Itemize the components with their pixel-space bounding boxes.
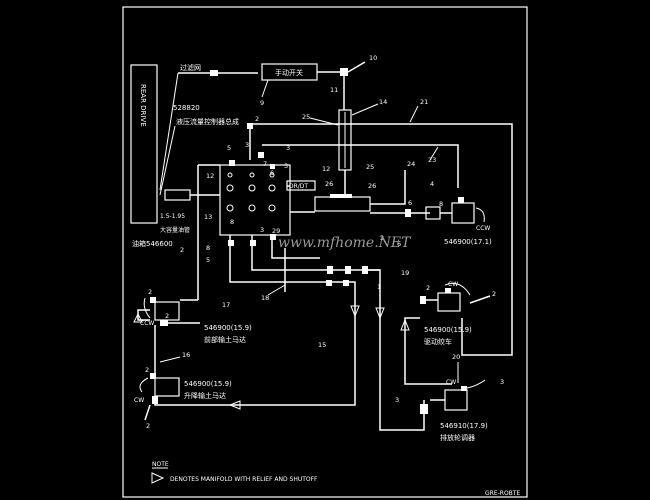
- p1-pn: 546900(17.1): [444, 238, 492, 246]
- fittings-mid: [228, 234, 368, 286]
- valve-ports: [226, 172, 276, 212]
- callout-23: 23: [428, 156, 436, 164]
- cw-label-p3: CW: [134, 397, 144, 404]
- callout-2-b: 2: [380, 234, 384, 242]
- callout-2-f: 2: [165, 312, 169, 320]
- callout-26-b: 26: [368, 182, 376, 190]
- callout-11: 11: [330, 86, 338, 94]
- flow-arrow-up-p4: [400, 318, 410, 331]
- note-title: NOTE: [152, 461, 169, 468]
- callout-5-a: 5: [227, 144, 231, 152]
- callout-25: 25: [302, 113, 310, 121]
- motor-p5: [444, 389, 468, 411]
- flow-arrow-down-mid: [350, 305, 360, 318]
- motor-p4: [437, 292, 461, 312]
- flow-arrow-left-p2: [133, 312, 143, 323]
- callout-10: 10: [369, 54, 377, 62]
- callout-24: 24: [407, 160, 415, 168]
- p2-name: 前部输土马达: [204, 335, 246, 344]
- cw-label-p5: CW: [446, 379, 456, 386]
- filter-label: 过滤网: [180, 63, 201, 72]
- callout-1: 1: [377, 283, 381, 291]
- note-symbol: [151, 472, 165, 484]
- rear-drive-box: [130, 64, 158, 224]
- callout-7: 7: [263, 160, 267, 168]
- callout-6-b: 6: [408, 199, 412, 207]
- callout-17: 17: [222, 301, 230, 309]
- callout-2-i: 2: [180, 246, 184, 254]
- callout-16: 16: [182, 351, 190, 359]
- callout-12: 12: [322, 165, 330, 173]
- callout-2-g: 2: [146, 422, 150, 430]
- motor-p3: [154, 377, 180, 397]
- p2-pn: 546900(15.9): [204, 324, 252, 332]
- oil-tank: [164, 189, 191, 201]
- p3-name: 升降输土马达: [184, 391, 226, 400]
- callout-12-left: 12: [206, 172, 214, 180]
- pump-label: 油箱546600: [132, 239, 173, 248]
- callout-3-a: 3: [245, 141, 249, 149]
- callout-8-c: 8: [206, 244, 210, 252]
- callout-3-e: 3: [500, 378, 504, 386]
- ccw-label-p2: CCW: [140, 320, 154, 327]
- callout-6-c: 6: [397, 240, 401, 248]
- callout-3-d: 3: [260, 226, 264, 234]
- callout-18: 18: [261, 294, 269, 302]
- callout-15: 15: [318, 341, 326, 349]
- callout-19: 19: [401, 269, 409, 277]
- callout-6-a: 6: [270, 169, 274, 177]
- callout-2-e: 2: [148, 288, 152, 296]
- dim-label: 1.5-1.95: [160, 213, 185, 220]
- dr-dt-label: DR/DT: [289, 183, 308, 190]
- callout-5-b: 5: [206, 256, 210, 264]
- callout-3-b: 3: [286, 144, 290, 152]
- callout-8-b: 8: [439, 200, 443, 208]
- callout-21: 21: [420, 98, 428, 106]
- callout-2-c: 2: [426, 284, 430, 292]
- callout-13: 13: [204, 213, 212, 221]
- manifold-pn: 528820: [173, 104, 200, 112]
- p4-pn: 546900(15.9): [424, 326, 472, 334]
- callout-29: 29: [272, 227, 280, 235]
- relief-valve: [314, 196, 371, 212]
- callout-14: 14: [379, 98, 387, 106]
- callout-9: 9: [260, 99, 264, 107]
- callout-2-h: 2: [145, 366, 149, 374]
- cw-label-p4: CW: [448, 281, 458, 288]
- watermark: www.mfhome.NET: [278, 235, 412, 251]
- drawing-frame: [122, 6, 528, 498]
- rear-drive-label: REAR DRIVE: [139, 84, 147, 127]
- callout-2-d: 2: [492, 290, 496, 298]
- drawing-id: GRE-ROBTE: [485, 490, 520, 497]
- p3-pn: 546900(15.9): [184, 380, 232, 388]
- motor-p1: [451, 202, 475, 224]
- callout-2-a: 2: [255, 115, 259, 123]
- p4-name: 驱动绞车: [424, 337, 452, 346]
- callout-3-f: 3: [395, 396, 399, 404]
- flow-arrow-down-right: [375, 307, 385, 320]
- callout-8-a: 8: [230, 218, 234, 226]
- callout-25-b: 25: [366, 163, 374, 171]
- callout-4: 4: [430, 180, 434, 188]
- fittings-top: [229, 123, 275, 169]
- callout-26-a: 26: [325, 180, 333, 188]
- p5-name: 排放轮调器: [440, 433, 475, 442]
- callout-20: 20: [452, 353, 460, 361]
- ccw-label-p1: CCW: [476, 225, 490, 232]
- valve-block: [219, 164, 291, 236]
- p5-pn: 546910(17.9): [440, 422, 488, 430]
- note-text: DENOTES MANIFOLD WITH RELIEF AND SHUTOFF: [170, 476, 318, 483]
- oil-tank-label: 大容量油管: [160, 226, 190, 234]
- filter-line: 过滤网: [159, 63, 258, 191]
- flow-arrow-left-bottom: [228, 400, 241, 410]
- manifold-name: 液压流量控制器总成: [176, 117, 239, 126]
- callout-3-c: 3: [284, 162, 288, 170]
- manual-switch-label: 手动开关: [275, 68, 303, 77]
